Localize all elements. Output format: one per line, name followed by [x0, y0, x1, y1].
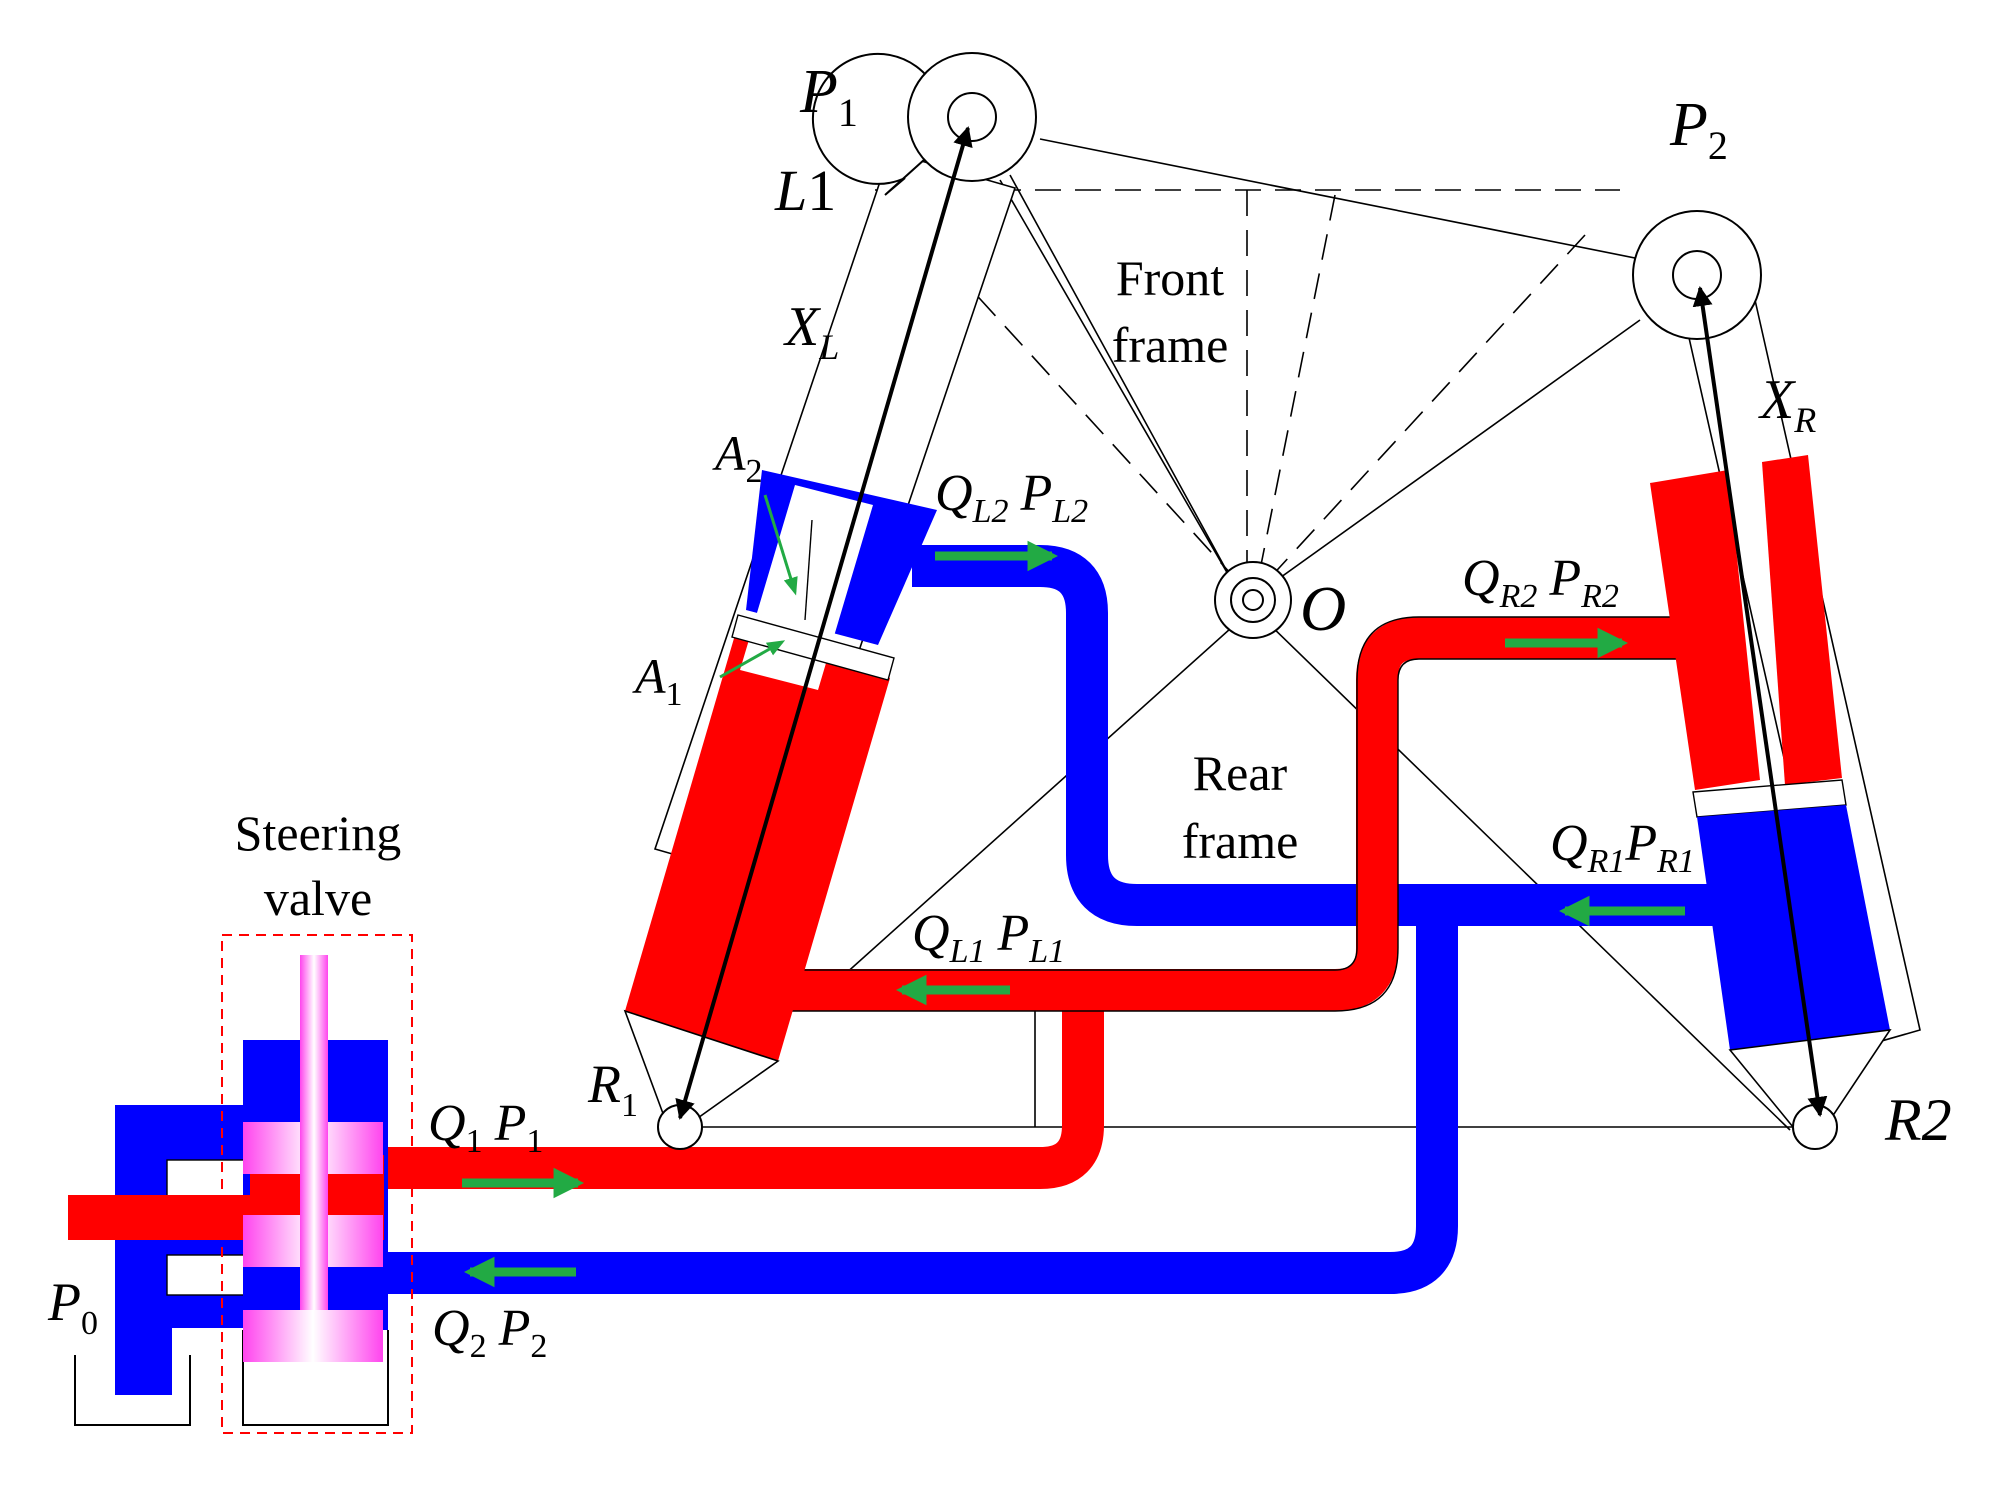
label-p2: P2: [1669, 91, 1728, 168]
steering-valve: [68, 934, 413, 1434]
label-a1: A1: [632, 648, 683, 713]
label-p0: P0: [47, 1272, 98, 1342]
pipe-outlines: [790, 616, 1678, 1012]
label-front-frame-1: Front: [1116, 250, 1224, 306]
blue-pipes: [384, 545, 1728, 1294]
steering-valve-box: [221, 934, 413, 1434]
label-rear-frame-1: Rear: [1193, 745, 1288, 801]
text-labels: P1 P2 L1 XL XR A2 A1 O Front frame Rear …: [47, 58, 1952, 1365]
label-r2: R2: [1884, 1087, 1952, 1153]
flow-arrows: [462, 540, 1685, 1288]
stroke-arrow-right: [1692, 286, 1828, 1117]
label-qr1-pr1: QR1PR1: [1550, 815, 1695, 880]
label-front-frame-2: frame: [1112, 317, 1229, 373]
label-rear-frame-2: frame: [1182, 813, 1299, 869]
label-a2: A2: [712, 425, 763, 490]
frame-lines: [668, 138, 1793, 1131]
pivot-p2: [1632, 210, 1762, 340]
pivot-r2: [1792, 1104, 1838, 1150]
label-l1: L1: [774, 158, 836, 223]
label-steering-1: Steering: [235, 805, 402, 861]
stroke-arrows: [675, 126, 1828, 1120]
red-pipes: [384, 617, 1678, 1189]
pivot-o: [1214, 561, 1292, 639]
stroke-arrow-left: [675, 126, 973, 1120]
label-o: O: [1300, 573, 1346, 644]
label-p1: P1: [799, 58, 858, 135]
label-xl: XL: [783, 296, 839, 367]
label-r1: R1: [587, 1054, 638, 1124]
label-steering-2: valve: [264, 870, 372, 926]
area-arrows: [719, 494, 798, 679]
label-xr: XR: [1758, 369, 1816, 440]
